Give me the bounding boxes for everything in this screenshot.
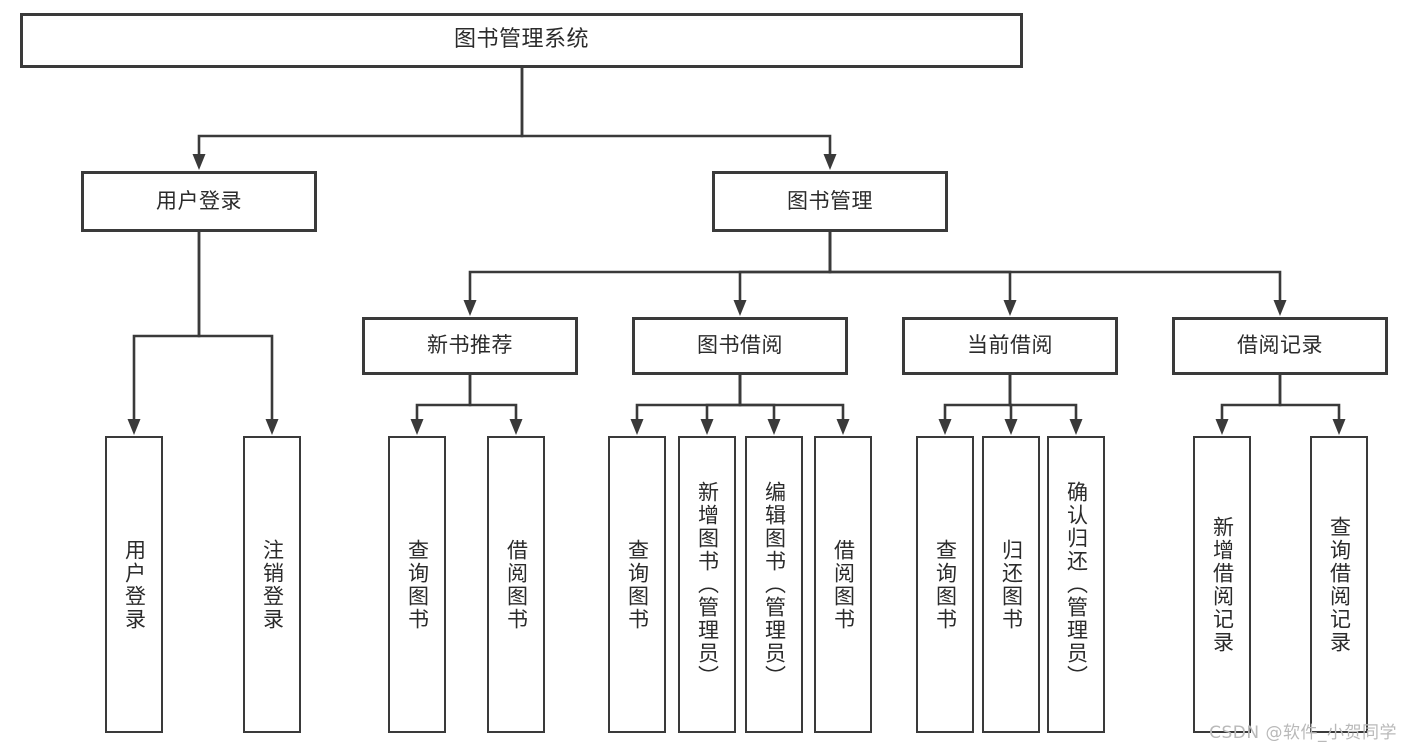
arrow-head-icon <box>192 154 206 170</box>
node-label: 查询借阅记录 <box>1327 515 1352 654</box>
node-book-manage: 图书管理 <box>712 171 948 232</box>
arrow-head-icon <box>1273 300 1287 316</box>
arrow-head-icon <box>823 154 837 170</box>
node-leaf-query-borrow-record: 查询借阅记录 <box>1310 436 1368 733</box>
node-label: 用户登录 <box>122 538 147 631</box>
node-leaf-borrow-book-2: 借阅图书 <box>814 436 872 733</box>
arrow-head-icon <box>767 419 781 435</box>
node-label: 归还图书 <box>999 538 1024 631</box>
node-label: 借阅图书 <box>831 538 856 631</box>
arrow-head-icon <box>1003 300 1017 316</box>
node-leaf-edit-book-admin: 编辑图书（管理员） <box>745 436 803 733</box>
arrow-head-icon <box>630 419 644 435</box>
node-leaf-return-book: 归还图书 <box>982 436 1040 733</box>
arrow-head-icon <box>836 419 850 435</box>
node-current-borrow: 当前借阅 <box>902 317 1118 375</box>
node-label: 借阅记录 <box>1237 333 1323 358</box>
node-label: 查询图书 <box>625 538 650 631</box>
node-root: 图书管理系统 <box>20 13 1023 68</box>
watermark-text: CSDN @软件_小贺同学 <box>1209 723 1397 743</box>
node-leaf-add-borrow-record: 新增借阅记录 <box>1193 436 1251 733</box>
node-borrow-record: 借阅记录 <box>1172 317 1388 375</box>
arrow-head-icon <box>938 419 952 435</box>
arrow-head-icon <box>1004 419 1018 435</box>
arrow-head-icon <box>700 419 714 435</box>
node-label: 新增借阅记录 <box>1210 515 1235 654</box>
arrow-head-icon <box>1069 419 1083 435</box>
node-label: 注销登录 <box>260 538 285 631</box>
node-label: 图书管理 <box>787 188 873 213</box>
node-leaf-query-book-1: 查询图书 <box>388 436 446 733</box>
node-book-borrow: 图书借阅 <box>632 317 848 375</box>
node-label: 编辑图书（管理员） <box>762 481 787 688</box>
node-label: 查询图书 <box>405 538 430 631</box>
arrow-head-icon <box>1332 419 1346 435</box>
node-leaf-confirm-return-admin: 确认归还（管理员） <box>1047 436 1105 733</box>
node-leaf-logout-login: 注销登录 <box>243 436 301 733</box>
node-label: 图书管理系统 <box>453 27 589 53</box>
arrow-head-icon <box>265 419 279 435</box>
node-leaf-add-book-admin: 新增图书（管理员） <box>678 436 736 733</box>
arrow-head-icon <box>509 419 523 435</box>
arrow-head-icon <box>1215 419 1229 435</box>
node-label: 用户登录 <box>156 188 242 213</box>
node-leaf-borrow-book-1: 借阅图书 <box>487 436 545 733</box>
node-label: 确认归还（管理员） <box>1064 481 1089 688</box>
node-leaf-query-book-3: 查询图书 <box>916 436 974 733</box>
node-label: 图书借阅 <box>697 333 783 358</box>
node-user-login: 用户登录 <box>81 171 317 232</box>
node-label: 借阅图书 <box>504 538 529 631</box>
node-new-book-recommend: 新书推荐 <box>362 317 578 375</box>
arrow-head-icon <box>127 419 141 435</box>
arrow-head-icon <box>463 300 477 316</box>
node-label: 查询图书 <box>933 538 958 631</box>
node-label: 新书推荐 <box>427 333 513 358</box>
node-leaf-user-login: 用户登录 <box>105 436 163 733</box>
arrow-head-icon <box>733 300 747 316</box>
node-label: 当前借阅 <box>967 333 1053 358</box>
node-label: 新增图书（管理员） <box>695 481 720 688</box>
arrow-head-icon <box>410 419 424 435</box>
node-leaf-query-book-2: 查询图书 <box>608 436 666 733</box>
